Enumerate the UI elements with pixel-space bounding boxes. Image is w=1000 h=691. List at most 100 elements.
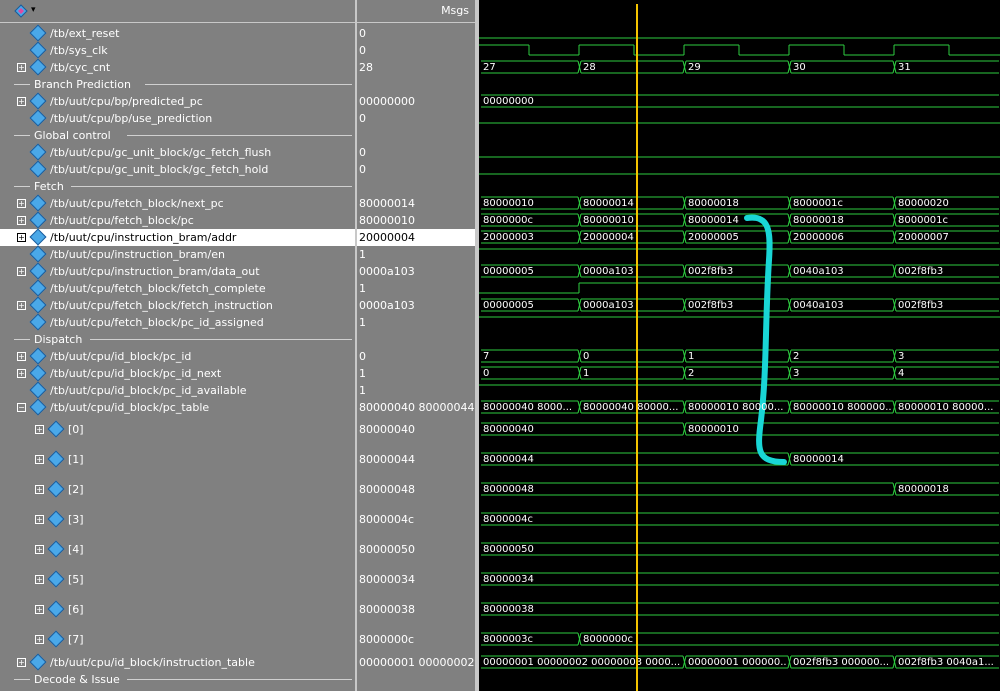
signal-value-text: 00000001 00000002... [359, 656, 485, 669]
group-value-spacer [357, 76, 475, 93]
signal-row[interactable]: +[6] [0, 600, 356, 618]
group-value-spacer [357, 331, 475, 348]
group-value-spacer [357, 127, 475, 144]
expand-icon[interactable]: + [17, 63, 26, 72]
group-label: Dispatch [34, 333, 83, 346]
addr-wave-transition [577, 230, 582, 244]
group-label: Decode & Issue [34, 673, 120, 686]
signal-value-text: 0 [359, 163, 366, 176]
pc-id-wave-transition [682, 349, 687, 363]
group-header[interactable]: Global control [0, 127, 356, 144]
signal-value: 80000040 [357, 421, 475, 438]
signal-row[interactable]: + /tb/uut/cpu/fetch_block/pc [0, 211, 356, 229]
values-header: Msgs [357, 0, 475, 23]
addr-wave-transition [682, 230, 687, 244]
signal-row[interactable]: +[5] [0, 570, 356, 588]
signal-row[interactable]: −/tb/uut/cpu/id_block/pc_table [0, 398, 356, 416]
expand-icon[interactable]: + [17, 301, 26, 310]
expand-icon[interactable]: + [17, 369, 26, 378]
signal-row[interactable]: + [0] [0, 420, 356, 438]
group-header[interactable]: Branch Prediction [0, 76, 356, 93]
collapse-icon[interactable]: − [17, 403, 26, 412]
signal-name: [0] [68, 423, 84, 436]
expand-icon[interactable]: + [17, 97, 26, 106]
signal-row[interactable]: /tb/uut/cpu/fetch_block/fetch_complete [0, 279, 356, 297]
signal-row[interactable]: +/tb/uut/cpu/fetch_block/fetch_instructi… [0, 296, 356, 314]
instruction-table-wave-transition [682, 655, 687, 669]
signal-icon [47, 570, 65, 588]
expand-icon[interactable]: + [35, 455, 44, 464]
signal-name: /tb/uut/cpu/instruction_bram/en [50, 248, 225, 261]
signal-row[interactable]: /tb/uut/cpu/gc_unit_block/gc_fetch_flush [0, 143, 356, 161]
pc-id-next-wave-value-label: 2 [688, 368, 695, 379]
signal-icon [47, 540, 65, 558]
waveform-canvas[interactable] [479, 0, 1000, 691]
next-pc-wave-transition [682, 196, 687, 210]
signal-row[interactable]: /tb/uut/cpu/gc_unit_block/gc_fetch_hold [0, 160, 356, 178]
signal-row[interactable]: /tb/uut/cpu/fetch_block/pc_id_assigned [0, 313, 356, 331]
signal-row[interactable]: /tb/sys_clk [0, 41, 356, 59]
group-header[interactable]: Dispatch [0, 331, 356, 348]
signal-row[interactable]: +/tb/uut/cpu/instruction_bram/addr [0, 228, 356, 246]
signal-icon [29, 398, 47, 416]
signal-icon [29, 228, 47, 246]
signal-value-text: 80000050 [359, 543, 415, 556]
expand-icon[interactable]: + [35, 515, 44, 524]
signal-row[interactable]: +[7] [0, 630, 356, 648]
signal-row[interactable]: +[4] [0, 540, 356, 558]
pc-table-item-wave-value-label: 80000038 [483, 604, 534, 615]
signal-row[interactable]: /tb/uut/cpu/id_block/pc_id_available [0, 381, 356, 399]
signal-row[interactable]: /tb/uut/cpu/instruction_bram/en [0, 245, 356, 263]
signal-row[interactable]: +/tb/uut/cpu/instruction_bram/data_out [0, 262, 356, 280]
signal-icon [29, 245, 47, 263]
dropdown-icon[interactable]: ▾ [31, 5, 36, 15]
expand-icon[interactable]: + [35, 425, 44, 434]
signal-row[interactable]: /tb/ext_reset [0, 24, 356, 42]
pc-table-wave-transition [682, 400, 687, 414]
expand-icon[interactable]: + [17, 199, 26, 208]
time-cursor[interactable] [636, 4, 638, 691]
group-header[interactable]: Fetch [0, 178, 356, 195]
signal-row[interactable]: +/tb/uut/cpu/id_block/instruction_table [0, 653, 356, 671]
expand-icon[interactable]: + [35, 575, 44, 584]
signal-row[interactable]: + /tb/uut/cpu/bp/predicted_pc [0, 92, 356, 110]
signal-value: 80000040 80000044... [357, 399, 485, 416]
signal-name: /tb/uut/cpu/fetch_block/fetch_complete [50, 282, 266, 295]
signal-value: 20000004 [357, 229, 475, 246]
expand-icon[interactable]: + [35, 485, 44, 494]
signal-row[interactable]: +/tb/uut/cpu/id_block/pc_id_next [0, 364, 356, 382]
signal-row[interactable]: /tb/uut/cpu/bp/use_prediction [0, 109, 356, 127]
signal-value-text: 80000040 80000044... [359, 401, 485, 414]
signal-icon [29, 347, 47, 365]
expand-icon[interactable]: + [17, 658, 26, 667]
signal-name: /tb/uut/cpu/fetch_block/pc [50, 214, 194, 227]
expand-icon[interactable]: + [17, 352, 26, 361]
fetch-instruction-wave-transition [682, 298, 687, 312]
signal-row[interactable]: +[2] [0, 480, 356, 498]
cyc-cnt-wave-value-label: 28 [583, 62, 596, 73]
signal-row[interactable]: +/tb/cyc_cnt [0, 58, 356, 76]
pc-id-wave-value-label: 0 [583, 351, 590, 362]
expand-icon[interactable]: + [17, 216, 26, 225]
expand-icon[interactable]: + [17, 233, 26, 242]
expand-icon[interactable]: + [35, 545, 44, 554]
signal-row[interactable]: +/tb/uut/cpu/fetch_block/next_pc [0, 194, 356, 212]
signal-row[interactable]: +[3] [0, 510, 356, 528]
group-header[interactable]: Decode & Issue [0, 671, 356, 688]
pane-splitter[interactable] [475, 0, 479, 691]
signal-name: /tb/uut/cpu/bp/predicted_pc [50, 95, 203, 108]
next-pc-wave-transition [892, 196, 897, 210]
signal-value: 28 [357, 59, 475, 76]
next-pc-wave-transition [787, 196, 792, 210]
expand-icon[interactable]: + [35, 635, 44, 644]
expand-icon[interactable]: + [17, 267, 26, 276]
signal-row[interactable]: +[1] [0, 450, 356, 468]
pane-splitter[interactable] [355, 0, 357, 691]
pc-id-next-wave-transition [577, 366, 582, 380]
wave-window-icon[interactable] [14, 4, 28, 18]
expand-icon[interactable]: + [35, 605, 44, 614]
signal-row[interactable]: +/tb/uut/cpu/id_block/pc_id [0, 347, 356, 365]
fetch-instruction-wave-value-label: 00000005 [483, 300, 534, 311]
